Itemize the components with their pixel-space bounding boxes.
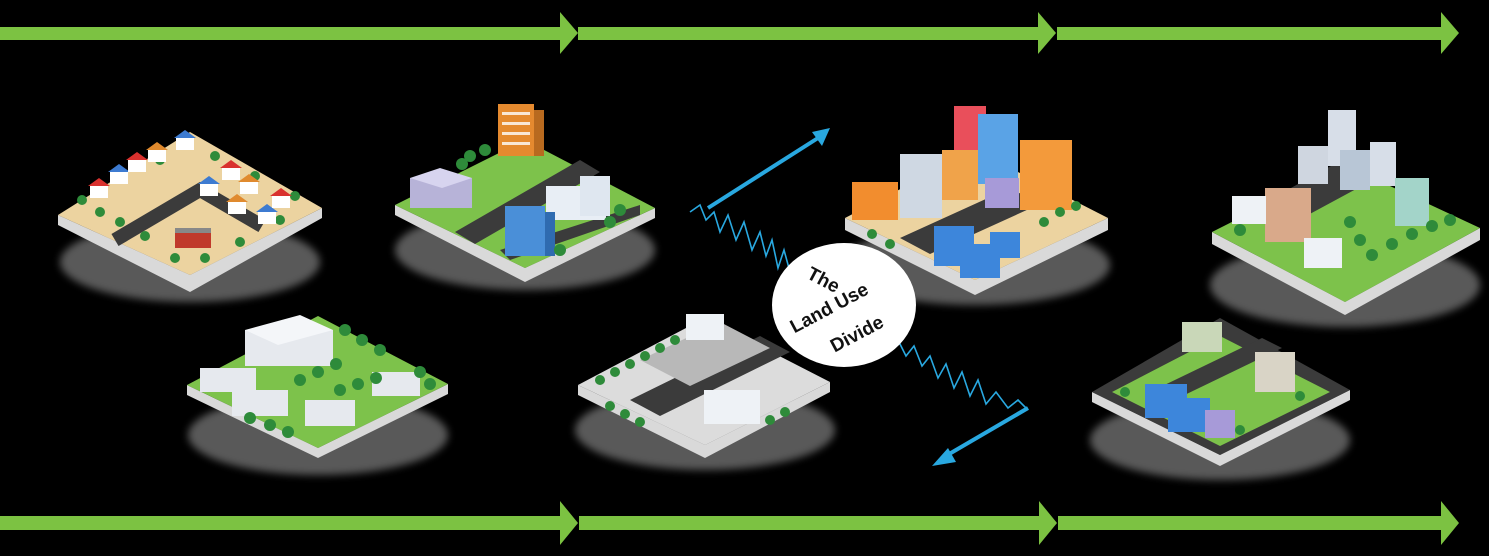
tile-industrial-warehouses <box>187 315 448 475</box>
tile-urban-park-towers <box>1210 110 1480 327</box>
tile-office-park <box>395 104 655 290</box>
tile-neighborhood-intersection <box>1090 318 1350 480</box>
upward-trend-arrow <box>706 128 830 210</box>
timeline-top <box>0 12 1459 54</box>
tile-suburban-houses <box>58 130 322 302</box>
timeline-arrow-top-2 <box>578 12 1056 54</box>
timeline-arrow-top-1 <box>0 12 578 54</box>
timeline-arrow-bottom-1 <box>0 501 578 545</box>
timeline-arrow-top-3 <box>1057 12 1459 54</box>
tile-parking-lot-campus <box>575 314 835 470</box>
timeline-arrow-bottom-2 <box>579 501 1057 545</box>
downward-trend-arrow <box>932 406 1030 466</box>
center-label-circle <box>772 243 916 367</box>
timeline-arrow-bottom-3 <box>1058 501 1459 545</box>
timeline-bottom <box>0 501 1459 545</box>
